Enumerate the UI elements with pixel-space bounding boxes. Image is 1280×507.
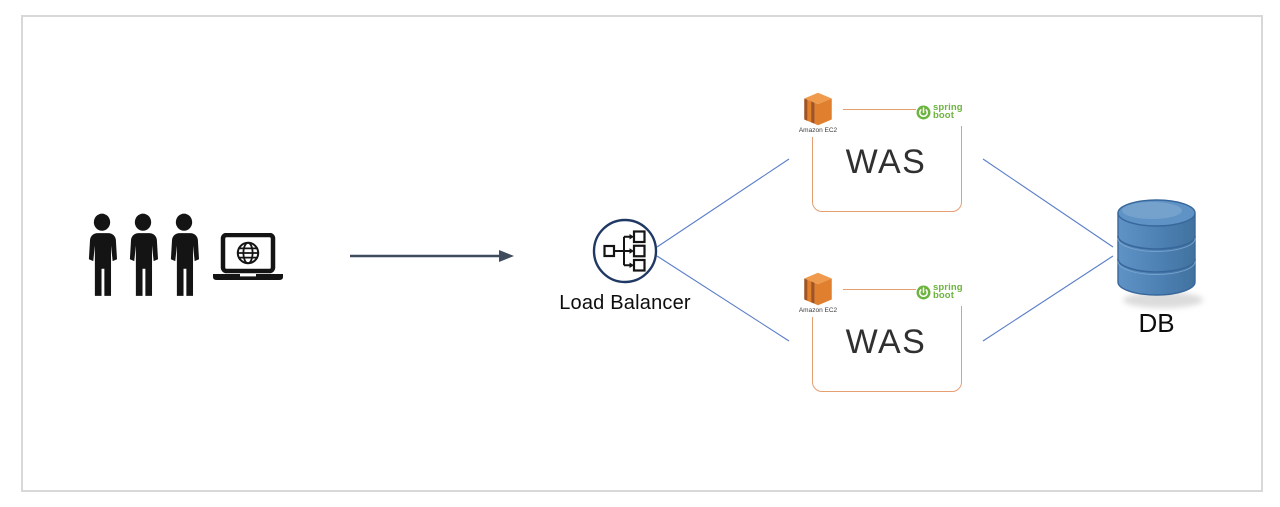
amazon-ec2-icon <box>804 92 832 126</box>
was-node-2: Amazon EC2 spring boot WAS <box>793 270 965 400</box>
ec2-icon-group: Amazon EC2 <box>793 90 843 137</box>
spring-boot-icon <box>916 105 931 119</box>
spring-boot-wordmark: spring boot <box>933 281 963 301</box>
diagram-frame <box>21 15 1263 492</box>
database-label: DB <box>1138 308 1175 338</box>
ec2-caption: Amazon EC2 <box>798 307 838 314</box>
was-node-1: Amazon EC2 spring boot WAS <box>793 90 965 220</box>
was-box-border <box>812 289 962 392</box>
laptop-globe-icon <box>213 233 283 280</box>
database-node: DB <box>1105 190 1208 350</box>
ec2-icon-group: Amazon EC2 <box>793 270 843 317</box>
was-box-border <box>812 109 962 212</box>
spring-boot-logo: spring boot <box>916 98 965 126</box>
spring-boot-icon <box>916 285 931 299</box>
users-group <box>83 212 288 302</box>
user-icon <box>170 213 200 296</box>
load-balancer-node: Load Balancer <box>559 216 691 326</box>
database-icon <box>1117 199 1203 308</box>
spring-boot-wordmark: spring boot <box>933 101 963 121</box>
ec2-caption: Amazon EC2 <box>798 127 838 134</box>
load-balancer-icon <box>592 218 658 284</box>
user-icon <box>129 213 159 296</box>
was-label: WAS <box>845 143 927 181</box>
was-label: WAS <box>845 323 927 361</box>
user-icon <box>88 213 118 296</box>
spring-boot-logo: spring boot <box>916 278 965 306</box>
amazon-ec2-icon <box>804 272 832 306</box>
load-balancer-label: Load Balancer <box>559 292 691 314</box>
